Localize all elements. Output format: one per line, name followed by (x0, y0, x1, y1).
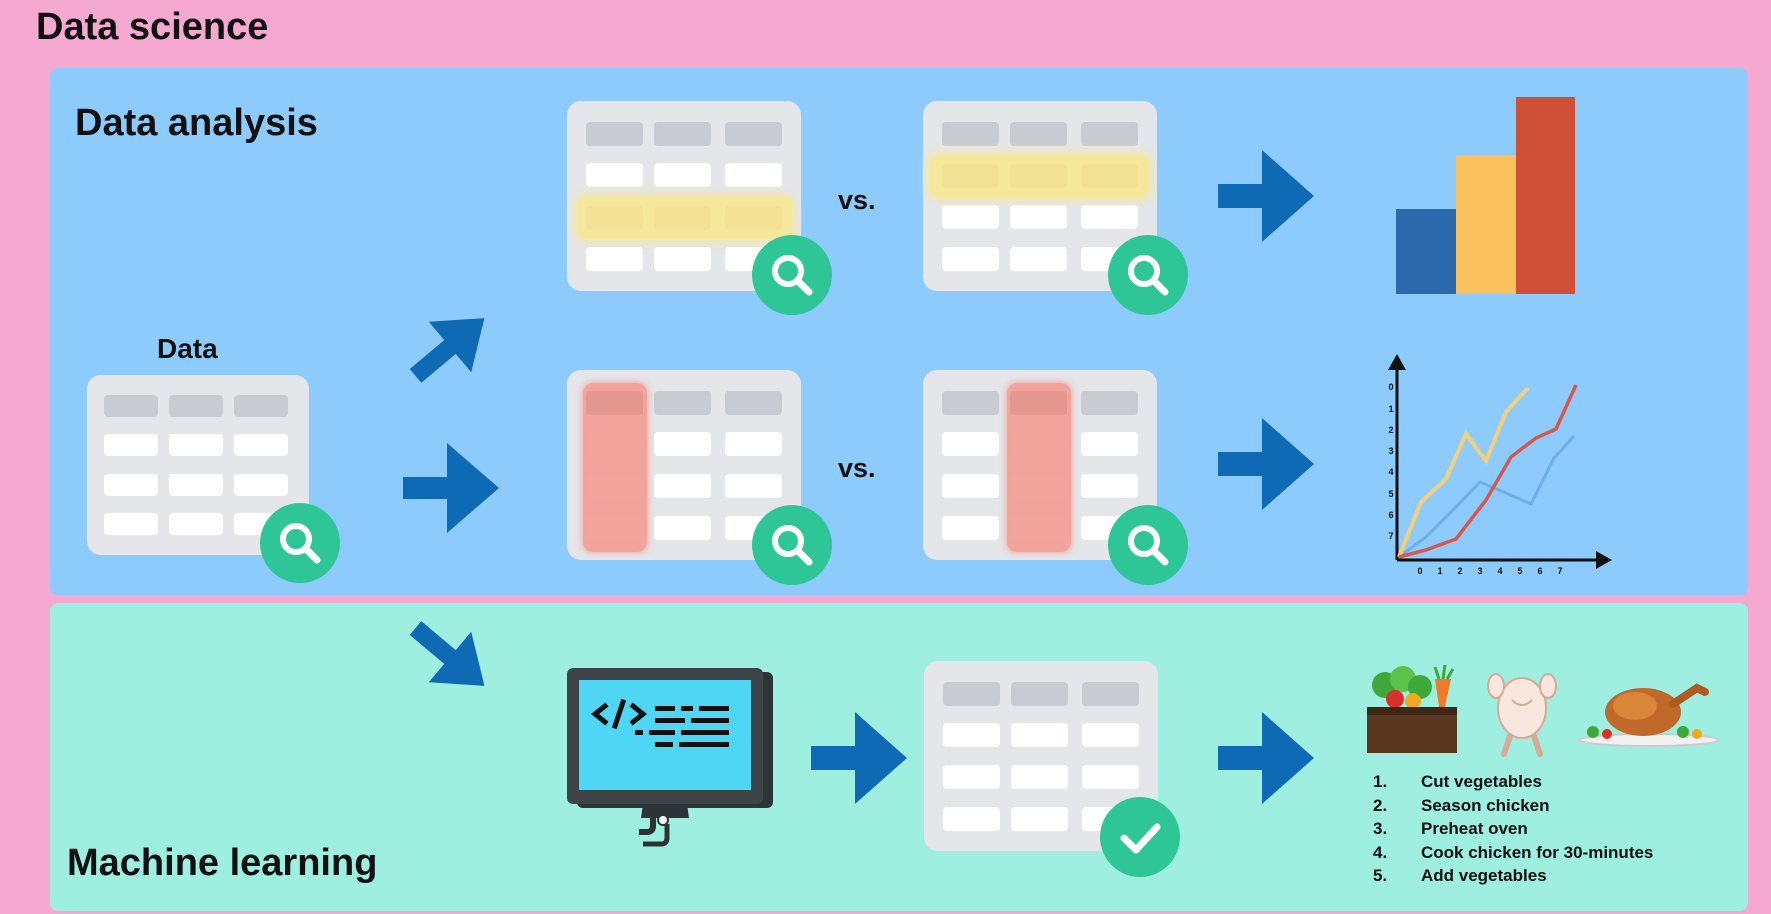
y-tick: 7 (1388, 531, 1393, 541)
magnifier-icon (752, 235, 832, 315)
arrow-icon (811, 712, 907, 804)
step-text: Add vegetables (1421, 866, 1547, 885)
line-red (1398, 384, 1578, 559)
magnifier-icon (752, 505, 832, 585)
vs-label-bottom: vs. (838, 453, 876, 483)
magnifier-icon (260, 503, 340, 583)
y-tick: 5 (1388, 489, 1393, 499)
arrow-icon (1218, 150, 1314, 242)
x-tick: 1 (1437, 566, 1442, 576)
computer-code-icon (567, 668, 773, 847)
step-number: 4. (1373, 842, 1388, 862)
magnifier-icon (1108, 505, 1188, 585)
bar-blue (1396, 209, 1456, 294)
step-number: 1. (1373, 772, 1388, 791)
checkmark-icon (1100, 797, 1180, 877)
x-tick: 6 (1537, 566, 1542, 576)
arrow-icon (409, 318, 485, 383)
arrow-icon (1218, 418, 1314, 510)
x-tick: 4 (1497, 566, 1502, 576)
bar-chart-graphic (1396, 97, 1575, 294)
arrow-icon (1218, 712, 1314, 804)
bar-red (1516, 97, 1575, 294)
y-tick: 2 (1388, 425, 1393, 435)
x-tick: 2 (1457, 566, 1462, 576)
x-tick: 3 (1477, 566, 1482, 576)
line-chart-graphic: 0 1 2 3 4 5 6 7 0 1 2 3 4 5 6 7 (1388, 354, 1612, 576)
y-tick: 6 (1388, 510, 1393, 520)
step-number: 2. (1373, 795, 1388, 815)
data-label: Data (157, 333, 218, 364)
raw-chicken-icon (1487, 673, 1557, 757)
x-tick: 7 (1557, 566, 1562, 576)
step-text: Season chicken (1421, 795, 1550, 815)
table-column-compare-a (567, 370, 801, 560)
page-title: Data science (36, 6, 269, 48)
bar-yellow (1456, 155, 1516, 294)
step-text: Preheat oven (1421, 819, 1528, 838)
step-number: 3. (1373, 819, 1388, 838)
data-analysis-heading: Data analysis (75, 102, 318, 144)
vs-label-top: vs. (838, 185, 876, 215)
x-tick: 5 (1517, 566, 1522, 576)
y-tick: 3 (1388, 446, 1393, 456)
x-tick: 0 (1417, 566, 1422, 576)
magnifier-icon (1108, 235, 1188, 315)
roast-chicken-icon (1578, 683, 1720, 747)
y-tick: 0 (1388, 382, 1393, 392)
arrow-icon (403, 443, 499, 533)
step-text: Cut vegetables (1421, 772, 1542, 791)
y-tick: 4 (1388, 467, 1393, 477)
y-tick: 1 (1388, 404, 1393, 414)
arrow-icon (409, 621, 485, 686)
vegetable-basket-icon (1367, 665, 1457, 753)
line-yellow (1397, 386, 1530, 558)
machine-learning-heading: Machine learning (67, 842, 378, 884)
step-number: 5. (1373, 866, 1388, 885)
step-text: Cook chicken for 30-minutes (1421, 842, 1654, 862)
